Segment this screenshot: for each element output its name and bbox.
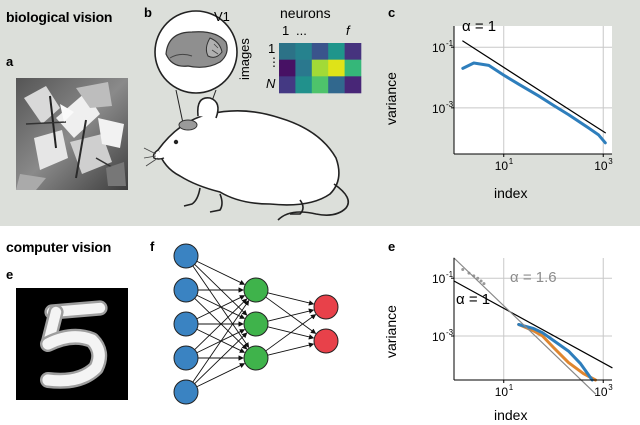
response-matrix (279, 43, 362, 94)
x-tick-label: 10 (594, 159, 608, 173)
y-tick-label: 10 (432, 272, 446, 286)
matrix-cell (344, 59, 362, 77)
mnist-digit-image (16, 288, 128, 400)
network-connection (196, 260, 246, 285)
y-tick-label: 10 (432, 41, 446, 55)
network-connection (267, 308, 315, 322)
matrix-cell (279, 43, 296, 60)
network-neuron-layer-1 (173, 277, 199, 303)
network-connection (194, 332, 248, 384)
plot-area (454, 26, 612, 154)
matrix-cell (328, 76, 345, 94)
network-neuron-layer-3 (313, 328, 339, 354)
neurons-first: 1 (282, 23, 290, 38)
network-neuron-layer-1 (173, 379, 199, 405)
series-line-1 (462, 40, 606, 134)
mouse-illustration (143, 10, 350, 221)
series-line-1 (517, 323, 597, 382)
ylabel-c: variance (383, 72, 399, 125)
ylabel-e: variance (383, 305, 399, 358)
network-connection (196, 295, 246, 320)
images-first: 1 (268, 41, 276, 56)
network-neuron-layer-2 (243, 277, 269, 303)
y-tick-label: 10 (432, 102, 446, 116)
y-tick-exponent: -3 (446, 328, 454, 337)
network-connection (267, 292, 315, 306)
network-neuron-layer-1 (173, 345, 199, 371)
y-tick-exponent: -1 (446, 39, 454, 48)
neurons-label: neurons (280, 5, 331, 21)
network-neuron-layer-1 (173, 311, 199, 337)
matrix-cell (344, 76, 362, 94)
network-connection (192, 299, 250, 383)
x-tick-label: 10 (495, 159, 509, 173)
series-line-4 (453, 257, 597, 395)
area-label: V1 (214, 9, 230, 24)
formula-alpha-1-6: α = 1.6 (510, 269, 557, 286)
natural-image-stimulus (16, 78, 128, 190)
series-dot (479, 279, 483, 283)
network-neuron-layer-1 (173, 243, 199, 269)
matrix-cell (295, 43, 313, 60)
y-tick-label: 10 (432, 330, 446, 344)
images-label: images (237, 38, 252, 80)
xlabel-c: index (494, 185, 528, 201)
section-title-computer: computer vision (6, 239, 112, 255)
y-tick-exponent: -3 (446, 100, 454, 109)
panel-letter-b: b (144, 5, 152, 20)
panel-letter-e-right: e (388, 239, 396, 254)
x-tick-exponent: 1 (509, 157, 514, 166)
series-dot (476, 276, 480, 280)
xlabel-e: index (494, 407, 528, 423)
panel-letter-f: f (150, 239, 155, 254)
matrix-cell (311, 43, 329, 60)
matrix-cell (279, 76, 296, 94)
network-connection (196, 363, 246, 388)
matrix-cell (328, 43, 345, 60)
network-connection (267, 342, 315, 356)
network-neuron-layer-2 (243, 345, 269, 371)
digit-stroke (42, 331, 105, 387)
series-line-3 (453, 280, 613, 369)
panel-letter-e-left: e (6, 267, 14, 282)
matrix-cell (311, 59, 329, 77)
x-tick-exponent: 3 (608, 383, 613, 392)
panel-letter-a: a (6, 54, 14, 69)
section-title-biological: biological vision (6, 9, 113, 25)
matrix-cell (295, 59, 313, 77)
x-tick-label: 10 (594, 385, 608, 399)
network-neuron-layer-2 (243, 311, 269, 337)
x-tick-label: 10 (495, 385, 509, 399)
matrix-cell (279, 59, 296, 77)
neurons-last: f (346, 23, 350, 38)
x-tick-exponent: 1 (509, 383, 514, 392)
neurons-ellipsis: ... (296, 23, 307, 38)
series-line-0 (461, 61, 607, 145)
images-ellipsis: ⋮ (268, 55, 280, 69)
panel-letter-c: c (388, 5, 396, 20)
network-connection (194, 298, 248, 350)
matrix-cell (328, 59, 345, 77)
series-line-2 (517, 323, 594, 382)
neural-network-diagram (173, 243, 339, 405)
matrix-cell (295, 76, 313, 94)
y-tick-exponent: -1 (446, 270, 454, 279)
series-dot (461, 267, 465, 271)
formula-alpha-1-e: α = 1 (456, 291, 491, 308)
images-last: N (266, 76, 276, 91)
matrix-cell (344, 43, 362, 60)
network-neuron-layer-3 (313, 294, 339, 320)
formula-alpha-1: α = 1 (462, 18, 497, 35)
matrix-cell (311, 76, 329, 94)
network-connection (265, 314, 317, 352)
x-tick-exponent: 3 (608, 157, 613, 166)
series-dot (482, 282, 486, 286)
